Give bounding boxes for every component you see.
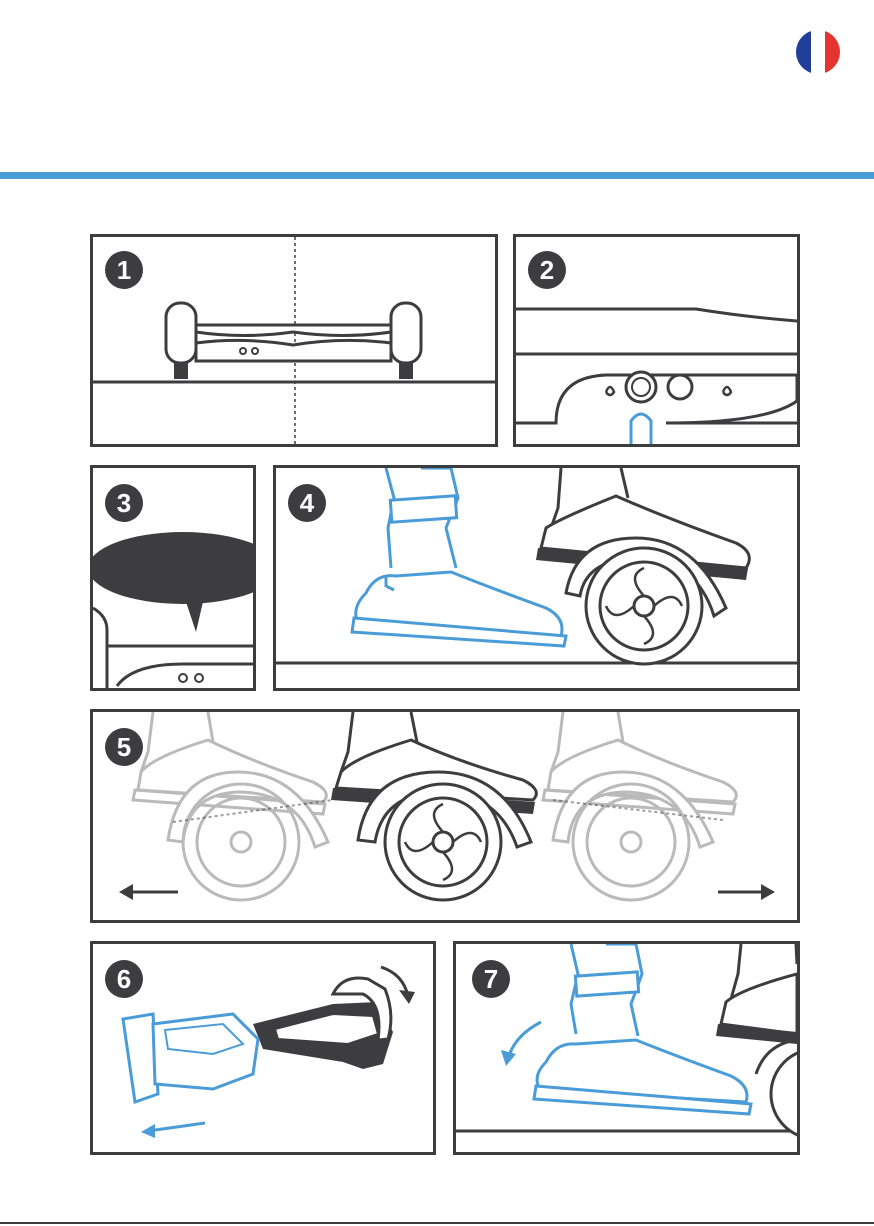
flag-blue-stripe xyxy=(796,30,811,74)
step-5-badge: 5 xyxy=(105,728,143,766)
step-2-panel: 2 xyxy=(513,234,800,447)
step-5-panel: 5 xyxy=(90,709,800,923)
step-on-illustration xyxy=(276,468,797,688)
step-3-panel: 3 xyxy=(90,465,256,691)
arrow-left-icon xyxy=(119,884,178,900)
flag-white-stripe xyxy=(811,30,826,74)
france-flag-icon xyxy=(796,30,840,74)
step-4-badge: 4 xyxy=(288,484,326,522)
step-7-badge: 7 xyxy=(472,960,510,998)
step-6-panel: 6 xyxy=(90,941,436,1155)
step-6-badge: 6 xyxy=(105,960,143,998)
step-1-panel: 1 xyxy=(90,234,498,447)
step-7-panel: 7 xyxy=(453,941,800,1155)
step-4-panel: 4 xyxy=(273,465,800,691)
step-3-badge: 3 xyxy=(105,484,143,522)
step-1-badge: 1 xyxy=(105,251,143,289)
hoverboard-level-illustration xyxy=(93,237,495,444)
turning-illustration xyxy=(93,944,433,1152)
arrow-right-icon xyxy=(718,884,775,900)
flag-red-stripe xyxy=(825,30,840,74)
forward-backward-illustration xyxy=(93,712,797,920)
step-2-badge: 2 xyxy=(528,251,566,289)
header-divider xyxy=(0,172,874,179)
footer-divider xyxy=(0,1222,874,1224)
